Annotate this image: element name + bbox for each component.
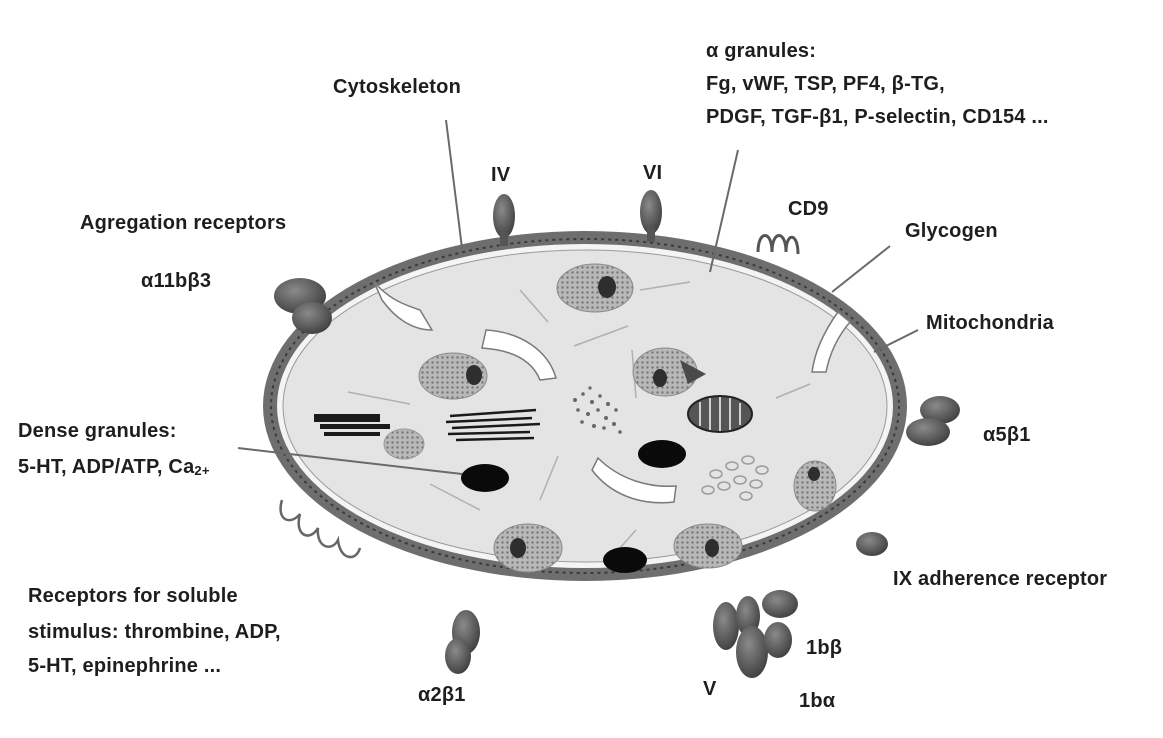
dense-granule [638, 440, 686, 468]
label-receptor-v: V [703, 676, 717, 703]
label-soluble-line2: stimulus: thrombine, ADP, [28, 619, 281, 646]
dense-granule [603, 547, 647, 573]
label-alpha2-beta1: α2β1 [418, 682, 466, 709]
receptor-gp1b [736, 590, 798, 678]
receptor-alpha11b-beta3 [274, 278, 332, 334]
dense-granules-contents-text: 5-HT, ADP/ATP, Ca [18, 456, 194, 478]
alpha-granule [557, 264, 633, 312]
label-soluble-line1: Receptors for soluble [28, 583, 238, 610]
label-aggregation-receptors: Agregation receptors [80, 210, 286, 237]
receptor-alpha5-beta1 [906, 396, 960, 446]
receptor-alpha2-beta1 [445, 610, 480, 674]
receptor-cd9 [758, 236, 798, 255]
mitochondrion [688, 396, 752, 432]
label-ix-adherence-receptor: IX adherence receptor [893, 566, 1107, 593]
label-glycogen: Glycogen [905, 218, 998, 245]
label-dense-granules-contents: 5-HT, ADP/ATP, Ca2+ [18, 454, 210, 484]
dense-granule [461, 464, 509, 492]
label-soluble-line3: 5-HT, epinephrine ... [28, 653, 221, 680]
label-receptor-vi: VI [643, 160, 662, 187]
label-alpha-granules-line2: PDGF, TGF-β1, P-selectin, CD154 ... [706, 104, 1049, 131]
calcium-charge-superscript: 2+ [194, 463, 209, 478]
alpha-granule [494, 524, 562, 572]
label-cytoskeleton: Cytoskeleton [333, 74, 461, 101]
label-gp1b-alpha: 1bα [799, 688, 835, 715]
alpha-granule [419, 353, 487, 399]
label-alpha5-beta1: α5β1 [983, 422, 1031, 449]
label-alpha11b-beta3: α11bβ3 [141, 268, 211, 295]
alpha-granule [674, 524, 742, 568]
receptor-v [713, 602, 739, 650]
label-alpha-granules-line1: Fg, vWF, TSP, PF4, β-TG, [706, 71, 945, 98]
label-alpha-granules-title: α granules: [706, 38, 816, 65]
label-mitochondria: Mitochondria [926, 310, 1054, 337]
speckled-granule [384, 429, 424, 459]
alpha-granule [794, 461, 836, 511]
label-gp1b-beta: 1bβ [806, 635, 842, 662]
label-cd9: CD9 [788, 196, 829, 223]
receptor-ix [856, 532, 888, 556]
label-receptor-iv: IV [491, 162, 510, 189]
label-dense-granules-title: Dense granules: [18, 418, 177, 445]
